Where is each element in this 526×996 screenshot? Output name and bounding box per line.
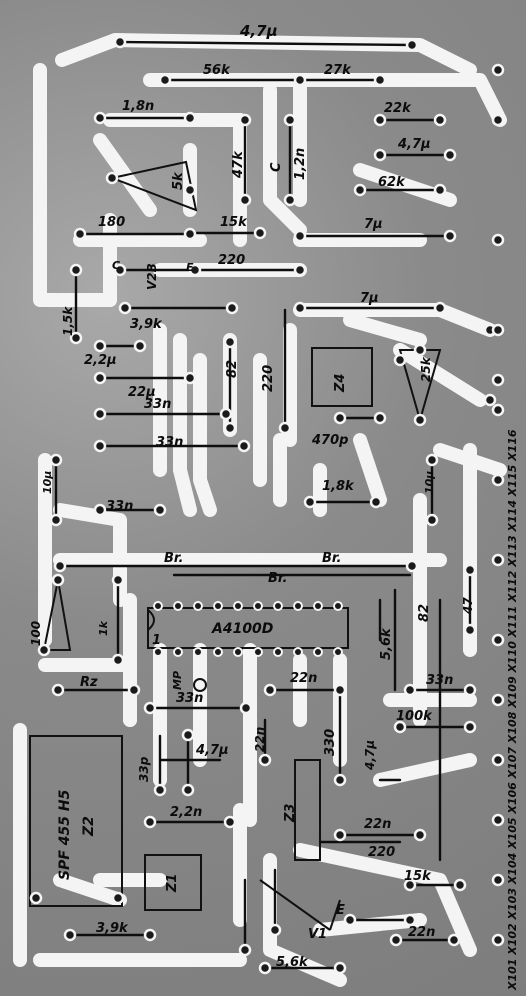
label-r-27k: 27k	[324, 63, 351, 78]
label-c-22n-b: 22n	[253, 726, 267, 752]
label-c-33n-e: 33n	[426, 673, 454, 688]
label-r-100k: 100k	[396, 709, 432, 724]
label-c-2-2u: 2,2µ	[84, 353, 117, 368]
label-r-220-a: 220	[218, 253, 246, 268]
z3-outline	[294, 759, 321, 861]
label-ic-a4100d: A4100D	[212, 621, 274, 637]
label-r-3-9k-a: 3,9k	[130, 317, 162, 332]
label-bridge-c: Br.	[268, 571, 288, 586]
label-c-33p: 33p	[137, 756, 151, 782]
label-t-e: E	[186, 261, 194, 274]
z4-outline	[311, 347, 373, 407]
label-r-15k-b: 15k	[404, 869, 431, 884]
label-c-10u-b: 10µ	[423, 470, 436, 494]
label-c-33n-c: 33n	[106, 499, 134, 514]
label-c-4-7u-c: 4,7µ	[196, 743, 229, 758]
label-c-22n-c: 22n	[364, 817, 392, 832]
label-r-220-b: 220	[261, 364, 276, 392]
label-c-470p: 470p	[312, 433, 349, 448]
label-bridge-b: Br.	[322, 551, 342, 566]
label-mp: MP	[171, 670, 184, 690]
label-r-82-a: 82	[225, 359, 240, 378]
label-t-e2: E	[336, 903, 345, 918]
label-r-5k: 5k	[171, 172, 186, 190]
label-t-c: C	[112, 259, 121, 272]
label-c-22n-a: 22n	[290, 671, 318, 686]
label-c-7u-a: 7µ	[364, 217, 383, 232]
label-r-100: 100	[29, 620, 43, 646]
z1-outline	[144, 854, 202, 911]
label-c-22n-d: 22n	[408, 925, 436, 940]
label-r-82-b: 82	[417, 603, 432, 622]
connector-labels: X101 X102 X103 X104 X105 X106 X107 X108 …	[506, 429, 519, 990]
label-r-5-6k-b: 5,6k	[276, 955, 308, 970]
label-c-4-7u-b: 4,7µ	[398, 137, 431, 152]
label-r-1-8k: 1,8k	[322, 479, 354, 494]
label-bridge-a: Br.	[164, 551, 184, 566]
label-z3: Z3	[283, 803, 298, 822]
label-r-62k: 62k	[378, 175, 405, 190]
label-c-33n-b: 33n	[156, 435, 184, 450]
label-c-4-7u-d: 4,7µ	[363, 739, 377, 770]
label-z1: Z1	[165, 873, 180, 892]
label-r-1-5k: 1,5k	[61, 306, 75, 336]
label-c-33n-d: 33n	[176, 691, 204, 706]
label-r-56k: 56k	[203, 63, 230, 78]
z2-outline	[29, 735, 123, 907]
label-z2: Z2	[81, 816, 97, 836]
label-c-10u-a: 10µ	[41, 470, 54, 494]
label-c-4-7u-top: 4,7µ	[240, 22, 278, 40]
label-r-22k: 22k	[384, 101, 411, 116]
label-c-1-8n: 1,8n	[122, 99, 155, 114]
label-c-7u-b: 7µ	[360, 291, 379, 306]
label-spf-filter: SPF 455 H5	[57, 789, 73, 880]
label-r-5-6k: 5,6k	[379, 628, 394, 660]
label-r-47k: 47k	[231, 151, 246, 178]
label-v1: V1	[308, 927, 328, 942]
label-r-1k: 1k	[97, 621, 110, 636]
label-c-c: C	[269, 162, 284, 172]
label-c-22u: 22µ	[128, 385, 156, 400]
label-r-3-9k-b: 3,9k	[96, 921, 128, 936]
label-c-33n-a: 33n	[144, 397, 172, 412]
ic-outline	[147, 607, 349, 649]
label-transistor-v2b: V2B	[145, 263, 159, 290]
label-z4: Z4	[333, 373, 348, 392]
label-r-47: 47	[461, 597, 475, 614]
label-rz: Rz	[80, 675, 98, 690]
label-ic-pin1: 1	[152, 633, 162, 648]
label-r-220-c: 220	[368, 845, 396, 860]
label-r-330: 330	[323, 728, 338, 756]
label-r-180: 180	[98, 215, 126, 230]
label-c-2-2n: 2,2n	[170, 805, 203, 820]
label-r-15k-a: 15k	[220, 215, 247, 230]
label-p-25k: 25k	[419, 357, 433, 382]
label-c-1-2n: 1,2n	[293, 147, 308, 180]
